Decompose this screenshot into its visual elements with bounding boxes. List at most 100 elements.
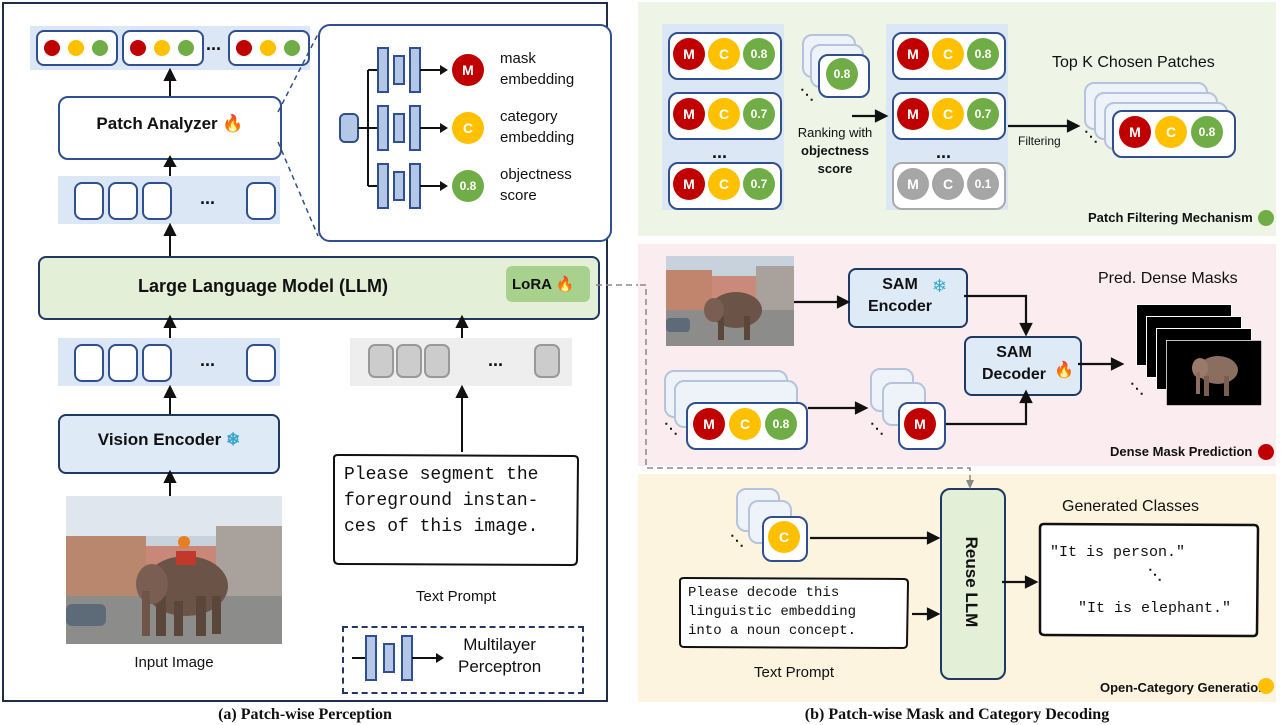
mlp-icon	[352, 635, 444, 681]
sam-encoder-box	[848, 268, 968, 328]
text-token-pill	[424, 344, 450, 378]
category-token: C	[452, 112, 484, 144]
red-dot	[1258, 444, 1274, 460]
fire-icon: 🔥	[555, 276, 575, 293]
green-dot	[178, 40, 194, 56]
prompt-box-shape	[333, 453, 580, 567]
prompt-line: Please segment the	[344, 465, 539, 485]
category-panel-title: Open-Category Generation	[1100, 680, 1267, 695]
score-token-grey: 0.1	[967, 168, 999, 200]
generated-classes-box	[1038, 522, 1260, 638]
category-prompt-box	[679, 576, 910, 650]
red-dot	[44, 40, 60, 56]
sam-decoder-label: SAM Decoder	[964, 342, 1064, 386]
output-group-3	[228, 30, 310, 66]
heads-tree	[339, 47, 448, 209]
filtering-label: Filtering	[1018, 134, 1061, 148]
ranking-label: Ranking with objectness score	[790, 124, 880, 178]
ellipsis: ...	[200, 350, 216, 370]
mask-panel-title: Dense Mask Prediction	[1110, 444, 1253, 459]
text-prompt-caption: Text Prompt	[415, 588, 497, 605]
left-panel	[2, 2, 608, 702]
class-person: "It is person."	[1050, 544, 1186, 561]
sam-encoder-label: SAM Encoder	[848, 274, 952, 318]
ellipsis: ⋱	[1148, 566, 1162, 582]
red-dot	[130, 40, 146, 56]
vision-encoder-box	[58, 414, 280, 474]
green-dot	[1258, 210, 1274, 226]
ellipsis: ...	[200, 188, 216, 208]
mask-front	[1166, 340, 1262, 406]
mlp-legend-line: Perceptron	[458, 657, 542, 676]
score-token: 0.7	[967, 98, 999, 130]
filtering-panel-title: Patch Filtering Mechanism	[1088, 210, 1253, 225]
category-token: C	[932, 38, 964, 70]
score-token: 0.8	[967, 38, 999, 70]
category-token: C	[1155, 116, 1187, 148]
head-label-line: category	[500, 108, 558, 125]
mask-token: M	[904, 408, 936, 440]
mask-token: M	[673, 38, 705, 70]
ellipsis: ⋱	[870, 420, 884, 436]
ellipsis: ...	[206, 34, 222, 54]
snowflake-icon: ❄	[225, 430, 241, 449]
mask-token: M	[693, 408, 725, 440]
mlp-legend-box	[342, 626, 584, 694]
ellipsis: ⋱	[800, 86, 814, 102]
ellipsis: ...	[488, 350, 504, 370]
left-arrows	[163, 33, 640, 496]
mask-token: M	[897, 98, 929, 130]
token-pill	[108, 344, 138, 382]
output-group-1	[36, 30, 118, 66]
patch-analyzer-label: Patch Analyzer 🔥	[96, 114, 244, 133]
category-token: C	[932, 98, 964, 130]
ellipsis: ⋱	[1130, 380, 1144, 396]
token-pill	[74, 344, 104, 382]
sam-encoder-line: Encoder	[867, 298, 932, 315]
yellow-dot	[154, 40, 170, 56]
yellow-dot	[68, 40, 84, 56]
text-token-pill	[396, 344, 422, 378]
snowflake-icon: ❄	[932, 276, 948, 296]
category-token: C	[768, 521, 800, 553]
ellipsis: ⋱	[664, 420, 678, 436]
sam-decoder-box	[964, 336, 1082, 396]
category-token: C	[708, 168, 740, 200]
mask-token: M	[673, 168, 705, 200]
mlp-legend-line: Multilayer	[463, 635, 536, 654]
ranking-line: score	[817, 161, 853, 176]
category-text-prompt-caption: Text Prompt	[753, 664, 835, 681]
left-caption: (a) Patch-wise Perception	[218, 706, 392, 723]
mlp-legend-text: Multilayer Perceptron	[458, 634, 541, 678]
ranking-line: objectness	[801, 143, 869, 158]
ellipsis: ...	[936, 142, 952, 162]
prompt-line: Please decode this	[688, 585, 840, 601]
class-elephant: "It is elephant."	[1078, 600, 1232, 617]
score-token: 0.8	[826, 58, 858, 90]
head-label-line: objectness	[500, 166, 572, 183]
ellipsis: ⋱	[730, 532, 744, 548]
ellipsis: ⋱	[1084, 128, 1098, 144]
sam-decoder-line: SAM	[996, 344, 1032, 361]
objectness-score-label: objectness score	[500, 164, 572, 206]
sam-decoder-line: Decoder	[981, 366, 1047, 383]
head-label-line: mask	[500, 50, 536, 67]
green-dot	[92, 40, 108, 56]
token-pill	[74, 182, 104, 220]
head-label-line: embedding	[500, 129, 575, 146]
output-group-2	[122, 30, 204, 66]
text-token-pill	[534, 344, 560, 378]
fire-icon: 🔥	[1054, 362, 1074, 379]
mask-token: M	[452, 54, 484, 86]
right-arrows	[640, 109, 1125, 621]
lora-label: LoRA 🔥	[512, 276, 575, 293]
mask-embedding-label: mask embedding	[500, 48, 574, 90]
score-token: 0.8	[452, 170, 484, 202]
mask-token: M	[673, 98, 705, 130]
pred-masks-label: Pred. Dense Masks	[1098, 270, 1238, 287]
token-pill	[246, 344, 276, 382]
category-embedding-label: category embedding	[500, 106, 574, 148]
score-token: 0.7	[743, 168, 775, 200]
head-label-line: embedding	[500, 71, 575, 88]
category-token: C	[708, 98, 740, 130]
